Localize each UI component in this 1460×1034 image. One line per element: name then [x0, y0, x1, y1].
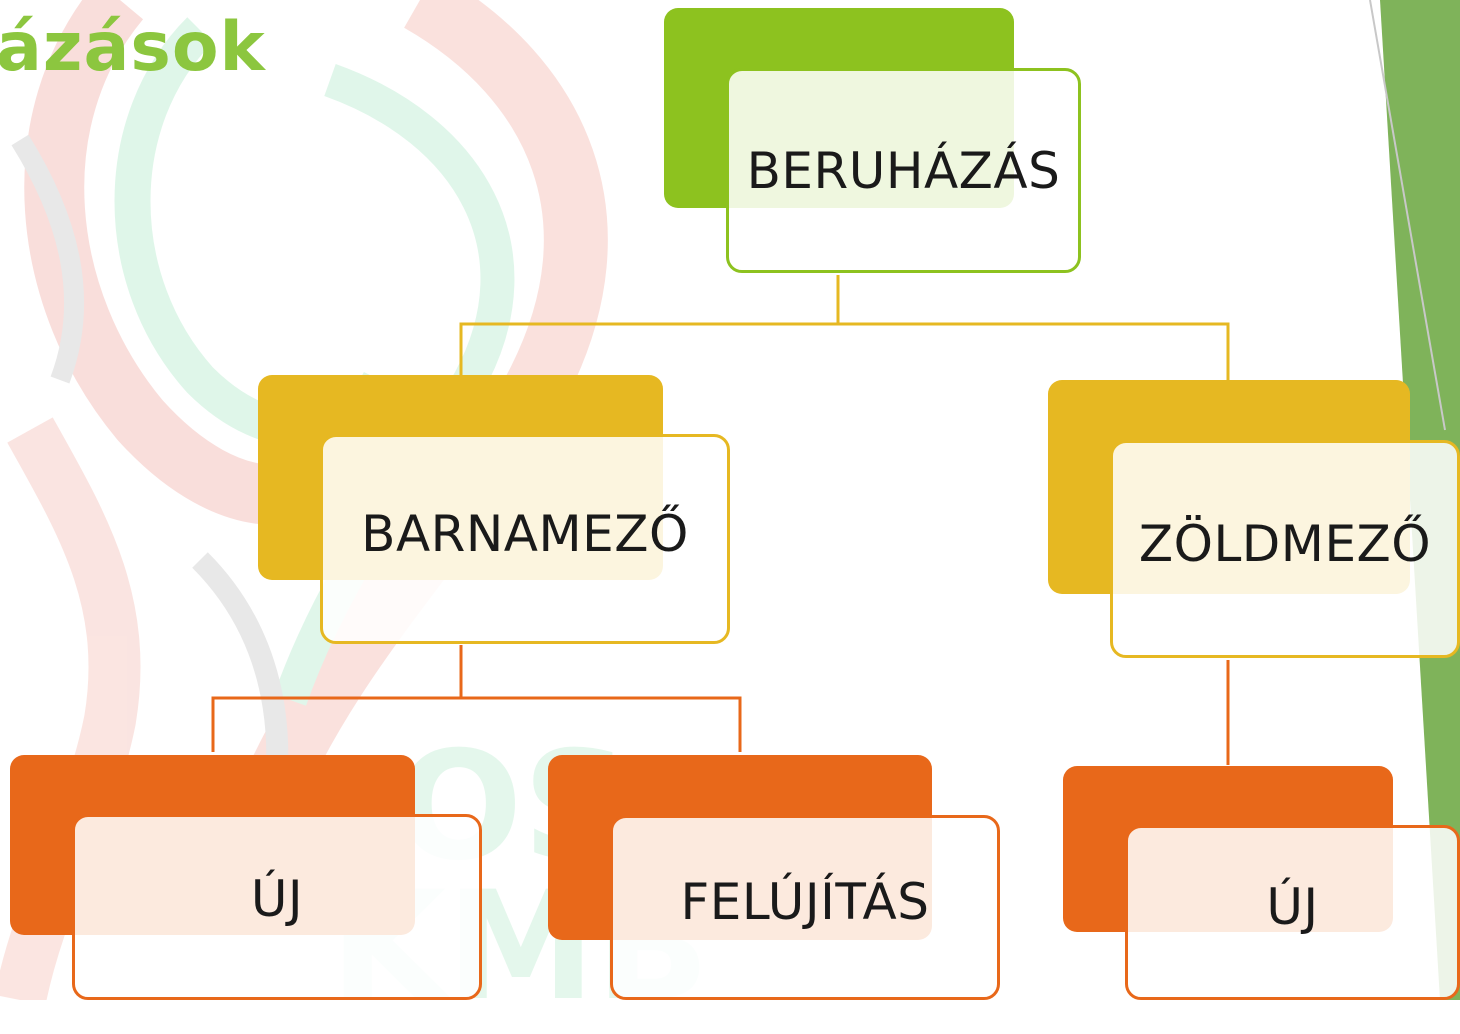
node-barnamezo-label: BARNAMEZŐ [361, 505, 689, 563]
right-edge-line [1369, 0, 1446, 431]
page-title: ázások [0, 8, 266, 87]
node-uj-right-label: ÚJ [1266, 877, 1319, 936]
connector-root-zoldmezo [838, 322, 1230, 385]
node-zoldmezo-label: ZÖLDMEZŐ [1138, 515, 1432, 573]
connector-root-barnamezo [459, 275, 840, 380]
node-barnamezo-front: BARNAMEZŐ [320, 434, 730, 644]
node-root-label: BERUHÁZÁS [746, 141, 1061, 200]
connector-barnamezo-felujitas [461, 696, 742, 752]
node-zoldmezo-front: ZÖLDMEZŐ [1110, 440, 1460, 658]
node-felujitas-label: FELÚJÍTÁS [680, 872, 930, 931]
node-felujitas-front: FELÚJÍTÁS [610, 815, 1000, 1000]
node-root-front: BERUHÁZÁS [726, 68, 1081, 273]
connectors [211, 275, 1230, 765]
node-uj-left-front: ÚJ [72, 814, 482, 1000]
connector-barnamezo-uj [211, 645, 463, 752]
node-uj-left-label: ÚJ [250, 870, 304, 928]
node-uj-right-front: ÚJ [1125, 825, 1460, 1000]
